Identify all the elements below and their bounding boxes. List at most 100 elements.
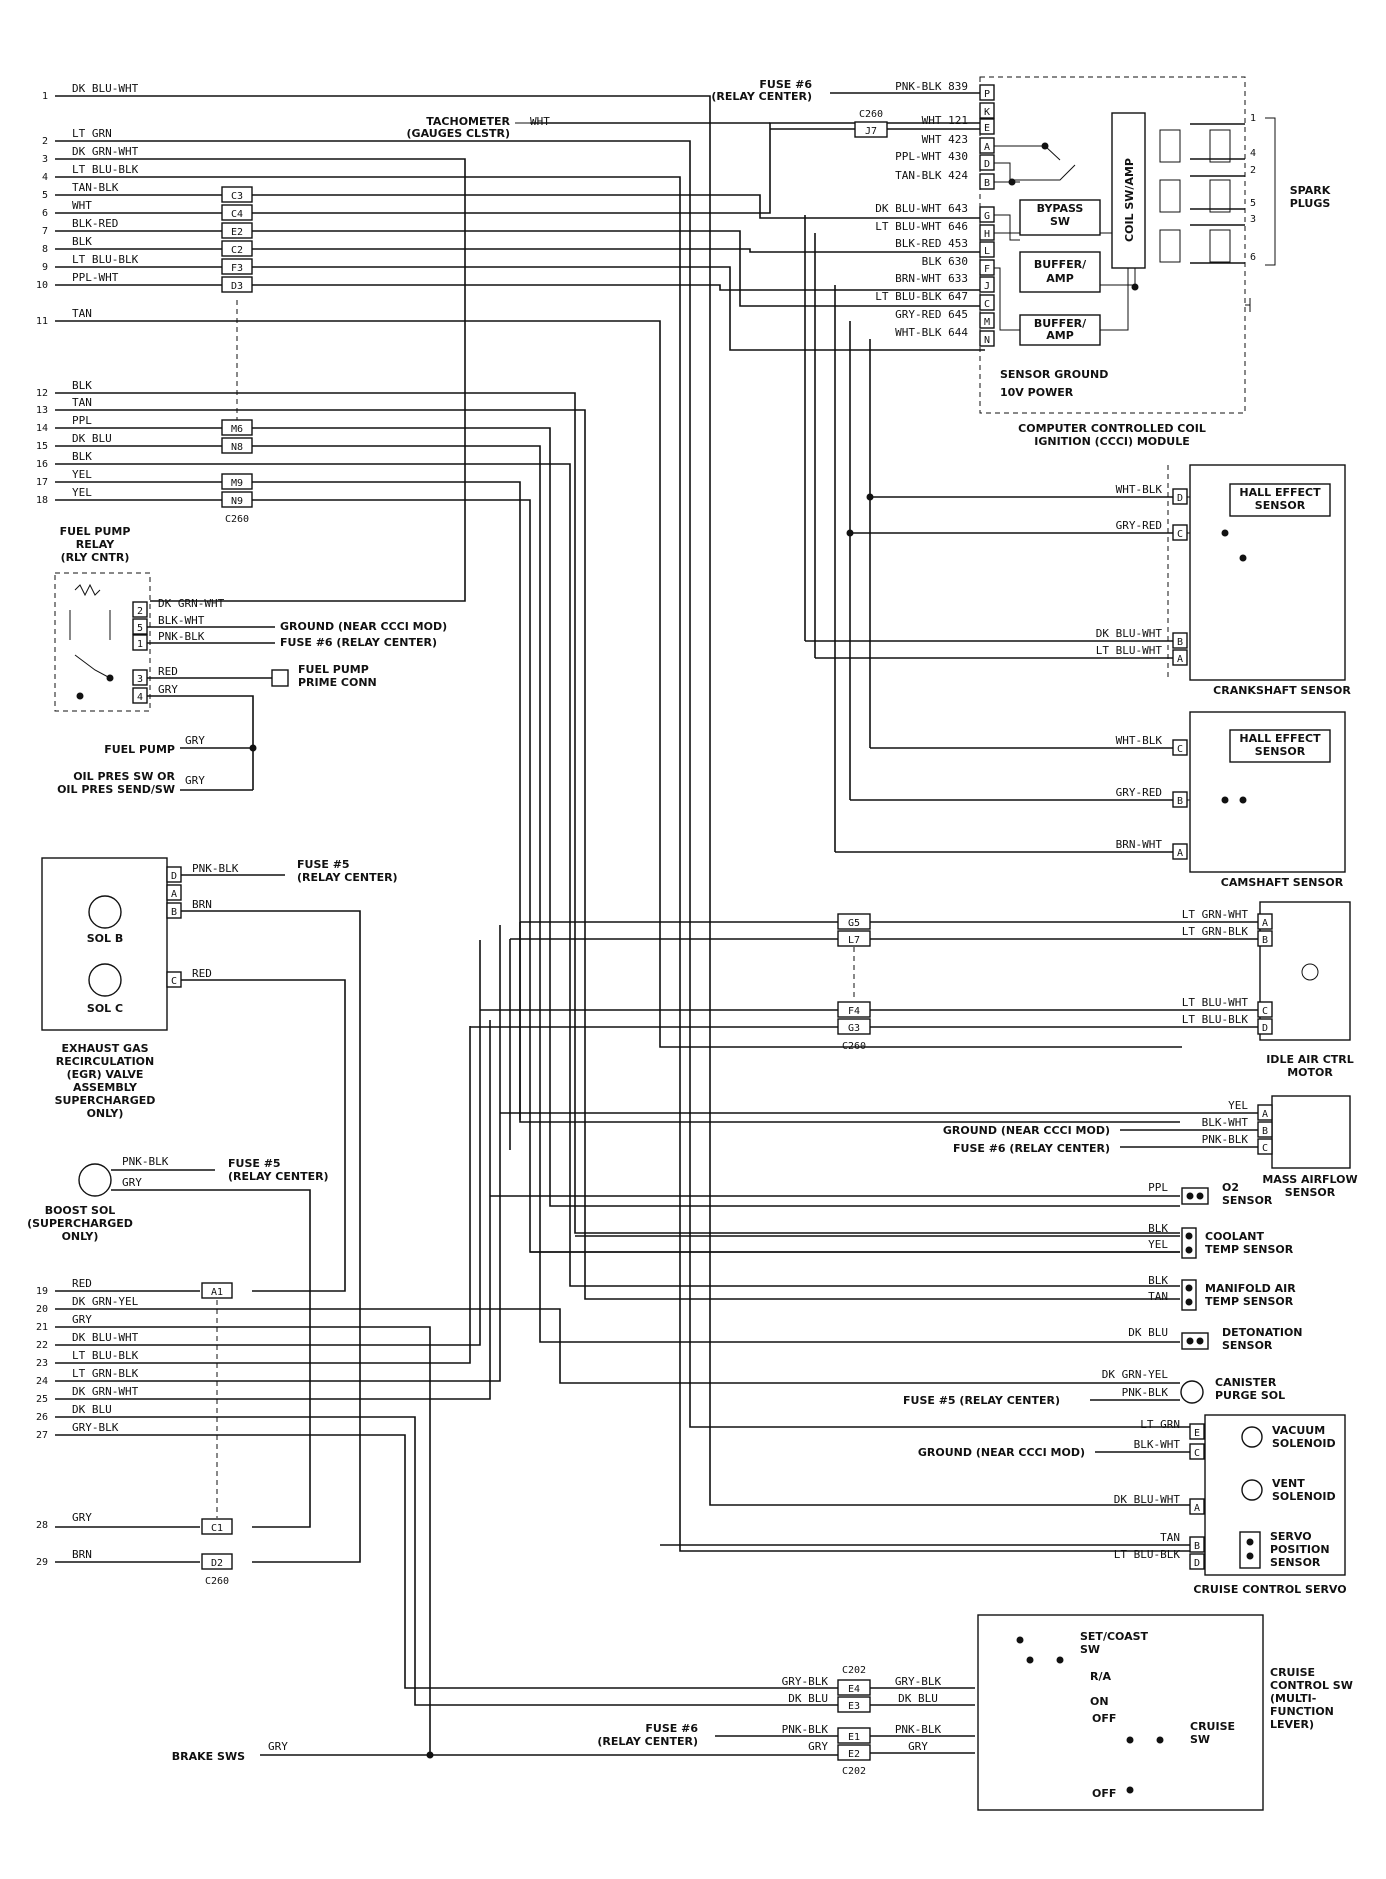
splice-dot <box>1246 1538 1254 1546</box>
j7-connector <box>854 121 888 138</box>
harness-pin-number: 6 <box>42 208 48 219</box>
coolant-w2: YEL <box>1148 1238 1168 1251</box>
splice-dot <box>1239 796 1247 804</box>
pin-label: A <box>1177 848 1183 859</box>
ten-volt-power: 10V POWER <box>1000 386 1074 399</box>
pin-label: E <box>984 123 990 134</box>
splice-dot <box>1126 1786 1134 1794</box>
harness-pin-number: 15 <box>36 441 48 452</box>
servo-pin <box>1189 1498 1205 1515</box>
c260-lower-label: C1 <box>211 1523 223 1534</box>
egr-title: EXHAUST GAS <box>61 1042 148 1055</box>
splice-dot <box>1221 796 1229 804</box>
ccci-pin <box>979 206 995 223</box>
splice-dot <box>1126 1736 1134 1744</box>
cruise-sw-title: CONTROL SW <box>1270 1679 1353 1692</box>
c260-cell-label: C2 <box>231 245 243 256</box>
ccci-fuse: FUSE #6 <box>759 78 812 91</box>
tach-label: TACHOMETER <box>426 115 510 128</box>
pin-label: C <box>1194 1448 1200 1459</box>
oil-gry: GRY <box>185 774 205 787</box>
servo-pin <box>1189 1536 1205 1553</box>
c260-connector-cell <box>221 437 253 454</box>
iac-motor-icon <box>1301 963 1319 981</box>
splice-dot <box>1131 283 1139 291</box>
wire <box>55 122 985 214</box>
harness-wire-label: DK GRN-WHT <box>72 145 139 158</box>
egr-pin <box>166 971 182 988</box>
fp-gry: GRY <box>185 734 205 747</box>
fp-relay-pin <box>132 634 148 651</box>
wire <box>55 284 985 291</box>
wire <box>181 979 346 1292</box>
servo-wire: DK BLU-WHT <box>1114 1493 1181 1506</box>
harness-wire-label: PPL-WHT <box>72 271 119 284</box>
c202-cell-label: E2 <box>848 1749 860 1760</box>
spark-num: 2 <box>1250 165 1256 176</box>
cam-hall-label2: SENSOR <box>1255 745 1306 758</box>
servo-title: CRUISE CONTROL SERVO <box>1193 1583 1346 1596</box>
ignition-coil-sec <box>1209 179 1231 213</box>
pin-label: A <box>1262 918 1268 929</box>
crank-pin <box>1172 632 1188 649</box>
wire <box>55 925 501 1382</box>
vacuum-sol-icon <box>1241 1426 1263 1448</box>
wire <box>147 695 254 790</box>
harness-wire-label: PPL <box>72 414 92 427</box>
wire <box>55 95 1190 1506</box>
ccci-wire-label: LT BLU-BLK 647 <box>875 290 968 303</box>
wire <box>55 499 1180 1253</box>
spark-num: 1 <box>1250 113 1256 124</box>
splice-dot <box>1156 1736 1164 1744</box>
boost-fuse: FUSE #5 <box>228 1157 281 1170</box>
pin-label: L <box>984 246 990 257</box>
pin-label: B <box>984 178 990 189</box>
harness-wire-label: LT GRN <box>72 127 112 140</box>
wire <box>55 266 985 351</box>
harness-pin-number: 2 <box>42 136 48 147</box>
pin-label: 3 <box>137 674 143 685</box>
cruise-sw-title: FUNCTION <box>1270 1705 1334 1718</box>
spark-label: SPARK <box>1290 184 1331 197</box>
harness-pin-number: 26 <box>36 1412 48 1423</box>
maf-title2: SENSOR <box>1285 1186 1336 1199</box>
fp-relay-wire: RED <box>158 665 178 678</box>
splice-dot <box>846 529 854 537</box>
wire <box>55 320 1182 1048</box>
wire <box>55 409 1180 1300</box>
splice-dot <box>1185 1232 1193 1240</box>
harness-wire-label: YEL <box>72 468 92 481</box>
wires <box>54 92 1331 1791</box>
pin-label: C <box>1177 529 1183 540</box>
wire <box>55 463 1180 1287</box>
cam-pin <box>1172 843 1188 860</box>
o2-connector <box>1181 1187 1209 1205</box>
egr-wire: BRN <box>192 898 212 911</box>
wire <box>994 214 1020 241</box>
c202-cell-label: E1 <box>848 1732 860 1743</box>
wire <box>55 481 1180 1123</box>
ignition-coil <box>1159 229 1181 263</box>
sol-b-icon <box>88 895 122 929</box>
fp-relay-title: (RLY CNTR) <box>61 551 130 564</box>
wire <box>55 176 1190 1552</box>
c260-cell-label: C3 <box>231 191 243 202</box>
wire <box>994 145 1061 161</box>
c202-right-wire: PNK-BLK <box>895 1723 942 1736</box>
servo-pos-label: SERVO <box>1270 1530 1312 1543</box>
brake-label: BRAKE SWS <box>172 1750 245 1763</box>
harness-wire-label: TAN <box>72 396 92 409</box>
off-label: OFF <box>1092 1712 1116 1725</box>
harness-pin-number: 18 <box>36 495 48 506</box>
vac-label2: SOLENOID <box>1272 1437 1336 1450</box>
c260-cell-label: N8 <box>231 442 243 453</box>
maf-pin <box>1257 1104 1273 1121</box>
c202-cell-label: E3 <box>848 1701 860 1712</box>
harness-pin-number: 11 <box>36 316 48 327</box>
wire <box>181 910 361 1563</box>
components <box>41 76 1351 1811</box>
iac-outline <box>1259 901 1351 1041</box>
pin-label: A <box>1262 1109 1268 1120</box>
